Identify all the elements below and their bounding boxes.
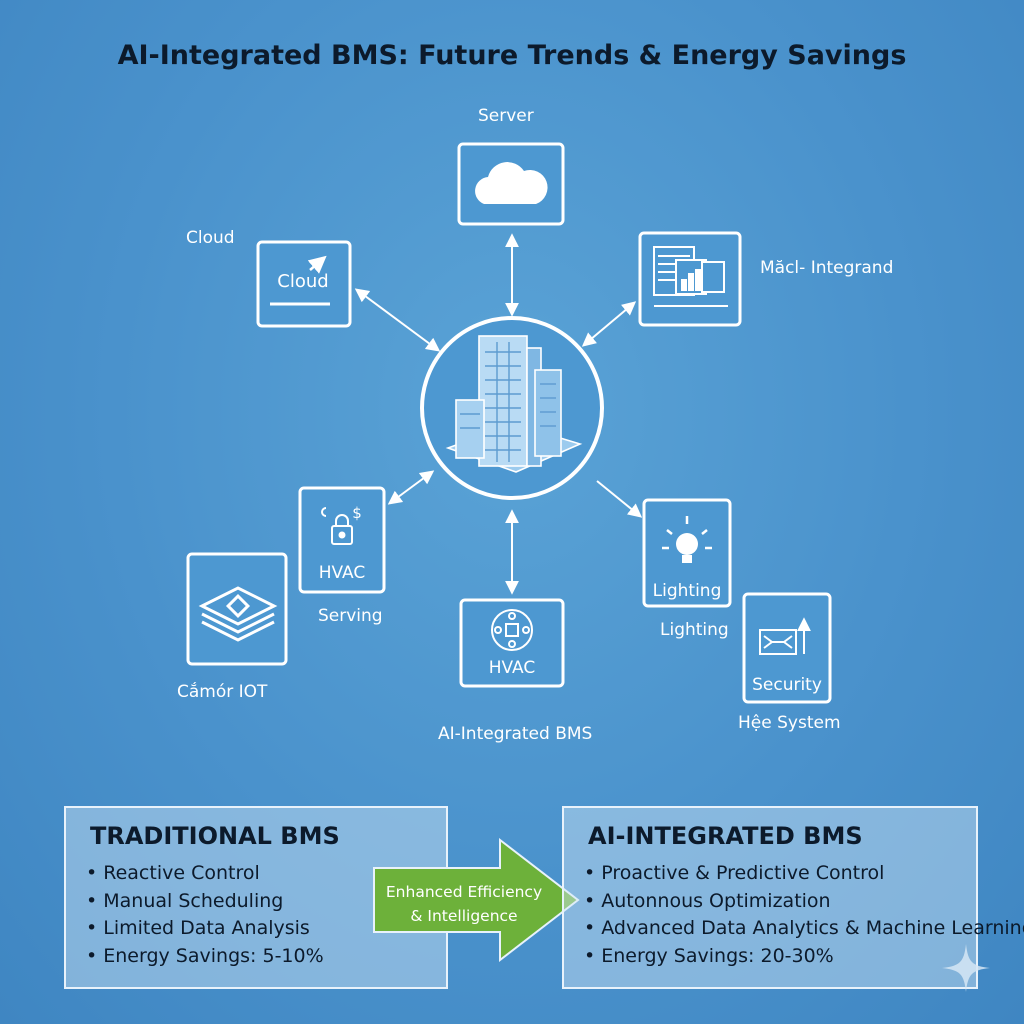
iot-chip-icon xyxy=(198,586,278,642)
list-item: Manual Scheduling xyxy=(86,888,324,916)
arrow-text-line-2: & Intelligence xyxy=(410,907,518,925)
traditional-bms-panel: TRADITIONAL BMS Reactive Control Manual … xyxy=(64,806,448,989)
list-item: Reactive Control xyxy=(86,860,324,888)
building-hub xyxy=(420,316,604,500)
arrow-text-line-1: Enhanced Efficiency xyxy=(385,883,543,901)
list-item: Energy Savings: 5-10% xyxy=(86,943,323,971)
lighting-box-text: Lighting xyxy=(653,581,722,601)
list-item: Limited Data Analysis xyxy=(86,915,324,943)
security-camera-icon xyxy=(759,617,811,655)
list-item: Proactive & Predictive Control xyxy=(584,860,1024,888)
light-bulb-icon xyxy=(662,516,712,563)
lighting-label: Lighting xyxy=(660,620,729,640)
cloud-icon xyxy=(475,162,548,204)
building-icon xyxy=(445,335,583,473)
connector-macl xyxy=(581,301,637,347)
serving-label: Serving xyxy=(318,606,383,626)
list-item: Autonnous Optimization xyxy=(584,888,1024,916)
ai-bms-heading: AI-INTEGRATED BMS xyxy=(588,822,863,850)
macl-integrand-label: Măcl- Integrand xyxy=(760,258,894,278)
list-item: Advanced Data Analytics & Machine Learni… xyxy=(584,915,1024,943)
hvac-bottom-box xyxy=(459,598,565,688)
transition-arrow xyxy=(373,838,580,962)
hvac-bottom-box-text: HVAC xyxy=(489,658,536,678)
server-label: Server xyxy=(478,106,534,126)
cloud-label: Cloud xyxy=(186,228,235,248)
transition-arrow-text: Enhanced Efficiency & Intelligence xyxy=(380,880,548,928)
sparkle-icon xyxy=(942,944,990,992)
hvac-left-box-text: HVAC xyxy=(319,563,366,583)
list-item: Energy Savings: 20-30% xyxy=(584,943,1024,971)
traditional-bms-list: Reactive Control Manual Scheduling Limit… xyxy=(86,860,324,971)
ai-bms-list: Proactive & Predictive Control Autonnous… xyxy=(584,860,1024,970)
bms-network-diagram: Cloud $ HVAC HVAC xyxy=(186,142,832,704)
ai-bms-panel: AI-INTEGRATED BMS Proactive & Predictive… xyxy=(562,806,1024,989)
connectors xyxy=(354,233,643,595)
page-title: AI-Integrated BMS: Future Trends & Energ… xyxy=(117,40,907,71)
thermostat-icon xyxy=(321,507,353,545)
camor-iot-label: Cắmór IOT xyxy=(177,682,268,702)
cloud-box-text: Cloud xyxy=(277,271,328,292)
he-system-label: Hệe System xyxy=(738,713,841,733)
green-arrow-shape xyxy=(373,838,580,962)
control-dial-icon xyxy=(491,609,533,651)
traditional-bms-heading: TRADITIONAL BMS xyxy=(90,822,340,850)
ai-bms-label: AI-Integrated BMS xyxy=(438,724,593,744)
connector-lighting xyxy=(596,480,643,518)
dashboard-icon xyxy=(653,246,728,307)
security-box-text: Security xyxy=(752,675,822,695)
trend-arrow-icon xyxy=(307,255,327,274)
hvac-left-box xyxy=(298,486,386,594)
connector-hvac-left xyxy=(387,470,435,505)
dollar-icon: $ xyxy=(352,504,362,522)
connector-cloud xyxy=(354,288,441,352)
